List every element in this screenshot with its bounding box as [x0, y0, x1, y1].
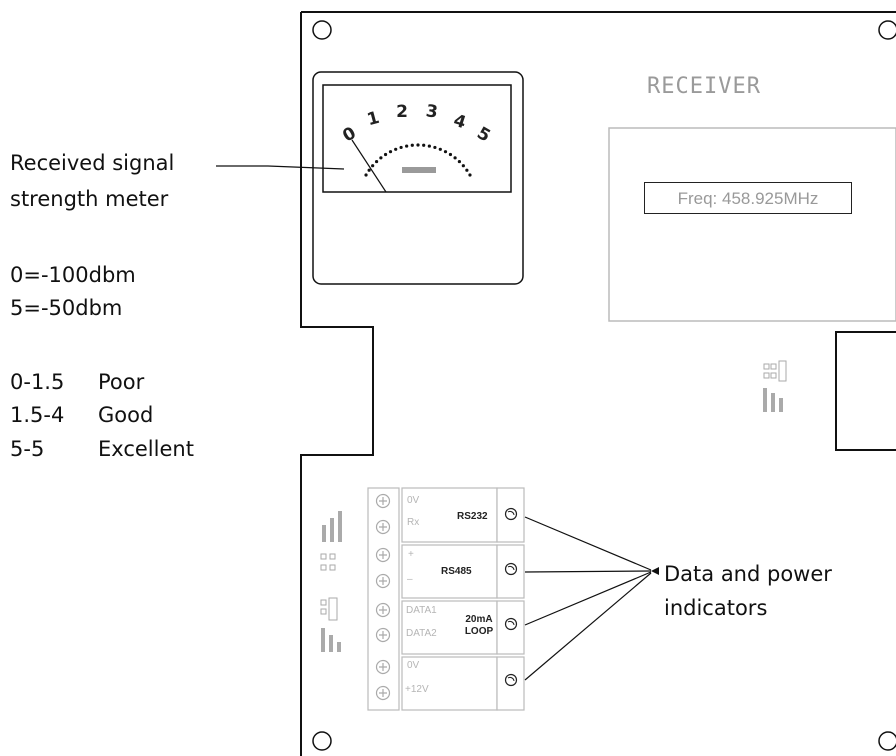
indicators-label-line2: indicators — [664, 596, 768, 620]
quality-label-excellent: Excellent — [98, 437, 194, 461]
indicator-led-4 — [504, 673, 518, 687]
indicator-led-1 — [504, 507, 518, 521]
meter-scale-dot — [416, 143, 420, 147]
terminal-screw-slot — [379, 551, 387, 559]
meter-number-1: 1 — [365, 108, 382, 130]
jumper-block-left — [320, 553, 338, 621]
side-connector — [835, 331, 896, 451]
meter-indicator-bar — [402, 167, 436, 173]
meter-label-line1: Received signal — [10, 151, 175, 175]
meter-scale-dot — [405, 144, 409, 148]
mounting-hole-bottom-left — [312, 731, 332, 751]
terminal-label-box-1 — [401, 487, 498, 543]
terminal-2-bottom: – — [407, 574, 413, 585]
terminal-label-box-4 — [401, 656, 498, 711]
terminal-screw-slot — [379, 631, 387, 639]
quality-label-good: Good — [98, 403, 154, 427]
indicator-led-glint — [507, 676, 515, 682]
meter-number-3: 3 — [425, 101, 440, 122]
led-box-3 — [496, 600, 525, 655]
meter-scale-dot — [461, 164, 465, 168]
terminal-label-boxes — [401, 487, 525, 711]
meter-scale-dot — [374, 159, 379, 164]
meter-scale-dot — [422, 143, 426, 147]
indicator-led-glint — [507, 510, 515, 516]
terminal-label-box-2 — [401, 544, 498, 599]
terminal-2-top: + — [408, 549, 414, 560]
indicator-arrowhead — [651, 567, 659, 575]
terminal-3-name: 20mA LOOP — [464, 614, 494, 637]
meter-face — [322, 84, 512, 193]
meter-number-2: 2 — [396, 102, 408, 122]
terminal-2-name: RS485 — [441, 566, 472, 577]
meter-scale-dot — [364, 173, 368, 177]
meter-scale-dot — [448, 152, 453, 157]
terminal-screw-slot — [379, 663, 387, 671]
frequency-display: Freq: 458.925MHz — [644, 182, 852, 214]
meter-label-line2: strength meter — [10, 187, 169, 211]
meter-scale-dot — [427, 144, 431, 148]
indicator-leader-lines — [524, 516, 652, 681]
terminal-3-bottom: DATA2 — [406, 628, 437, 639]
terminal-screw-slot — [379, 689, 387, 697]
meter-scale-dot — [438, 147, 442, 151]
bar-marks-left-lower — [321, 628, 341, 652]
quality-range-poor: 0-1.5 — [10, 370, 65, 394]
meter-scale-dot — [457, 159, 462, 164]
meter-scale-dot — [371, 164, 375, 168]
meter-scale-dot — [388, 150, 393, 154]
bar-marks-left-upper — [322, 511, 342, 542]
meter-scale-dot — [453, 156, 457, 160]
scale-max-note: 5=-50dbm — [10, 296, 123, 320]
terminal-screw-slot — [379, 523, 387, 531]
meter-scale-dot — [443, 150, 448, 154]
terminal-1-name: RS232 — [457, 511, 488, 522]
terminal-screw-slot — [379, 497, 387, 505]
terminal-4-bottom: +12V — [405, 684, 429, 695]
terminal-screws — [375, 493, 391, 701]
mounting-hole-bottom-right — [878, 731, 896, 751]
scale-min-note: 0=-100dbm — [10, 263, 136, 287]
indicators-label-line1: Data and power — [664, 562, 832, 586]
meter-scale-dot — [433, 145, 437, 150]
meter-scale-dots — [364, 143, 472, 177]
terminal-screw-slot — [379, 606, 387, 614]
indicator-led-glint — [507, 620, 515, 626]
meter-scale-dot — [399, 145, 403, 150]
terminal-4-top: 0V — [407, 660, 420, 671]
receiver-module — [608, 127, 896, 322]
meter-scale-dot — [410, 143, 414, 147]
indicator-led-2 — [504, 562, 518, 576]
meter-scale-dot — [367, 168, 371, 172]
indicator-led-3 — [504, 617, 518, 631]
bar-marks-right — [763, 388, 783, 412]
indicator-led-glint — [507, 565, 515, 571]
meter-needle — [351, 139, 387, 193]
meter-scale-dot — [465, 168, 469, 172]
led-box-4 — [496, 656, 525, 711]
mounting-hole-top-left — [312, 20, 332, 40]
meter-scale-dot — [394, 147, 398, 151]
meter-scale-dot — [379, 156, 383, 160]
board-outline — [300, 11, 896, 756]
terminal-1-top: 0V — [407, 495, 420, 506]
terminal-3-top: DATA1 — [406, 605, 437, 616]
meter-scale-dot — [468, 173, 472, 177]
mounting-hole-top-right — [878, 20, 896, 40]
quality-range-good: 1.5-4 — [10, 403, 65, 427]
terminal-1-bottom: Rx — [407, 517, 420, 528]
indicator-leds — [504, 507, 518, 687]
quality-label-poor: Poor — [98, 370, 145, 394]
meter-leader-line — [216, 165, 345, 170]
terminal-screw-slot — [379, 577, 387, 585]
meter-scale-dot — [383, 152, 388, 157]
quality-range-excellent: 5-5 — [10, 437, 45, 461]
jumper-block-right — [763, 360, 787, 382]
receiver-title: RECEIVER — [647, 74, 761, 99]
